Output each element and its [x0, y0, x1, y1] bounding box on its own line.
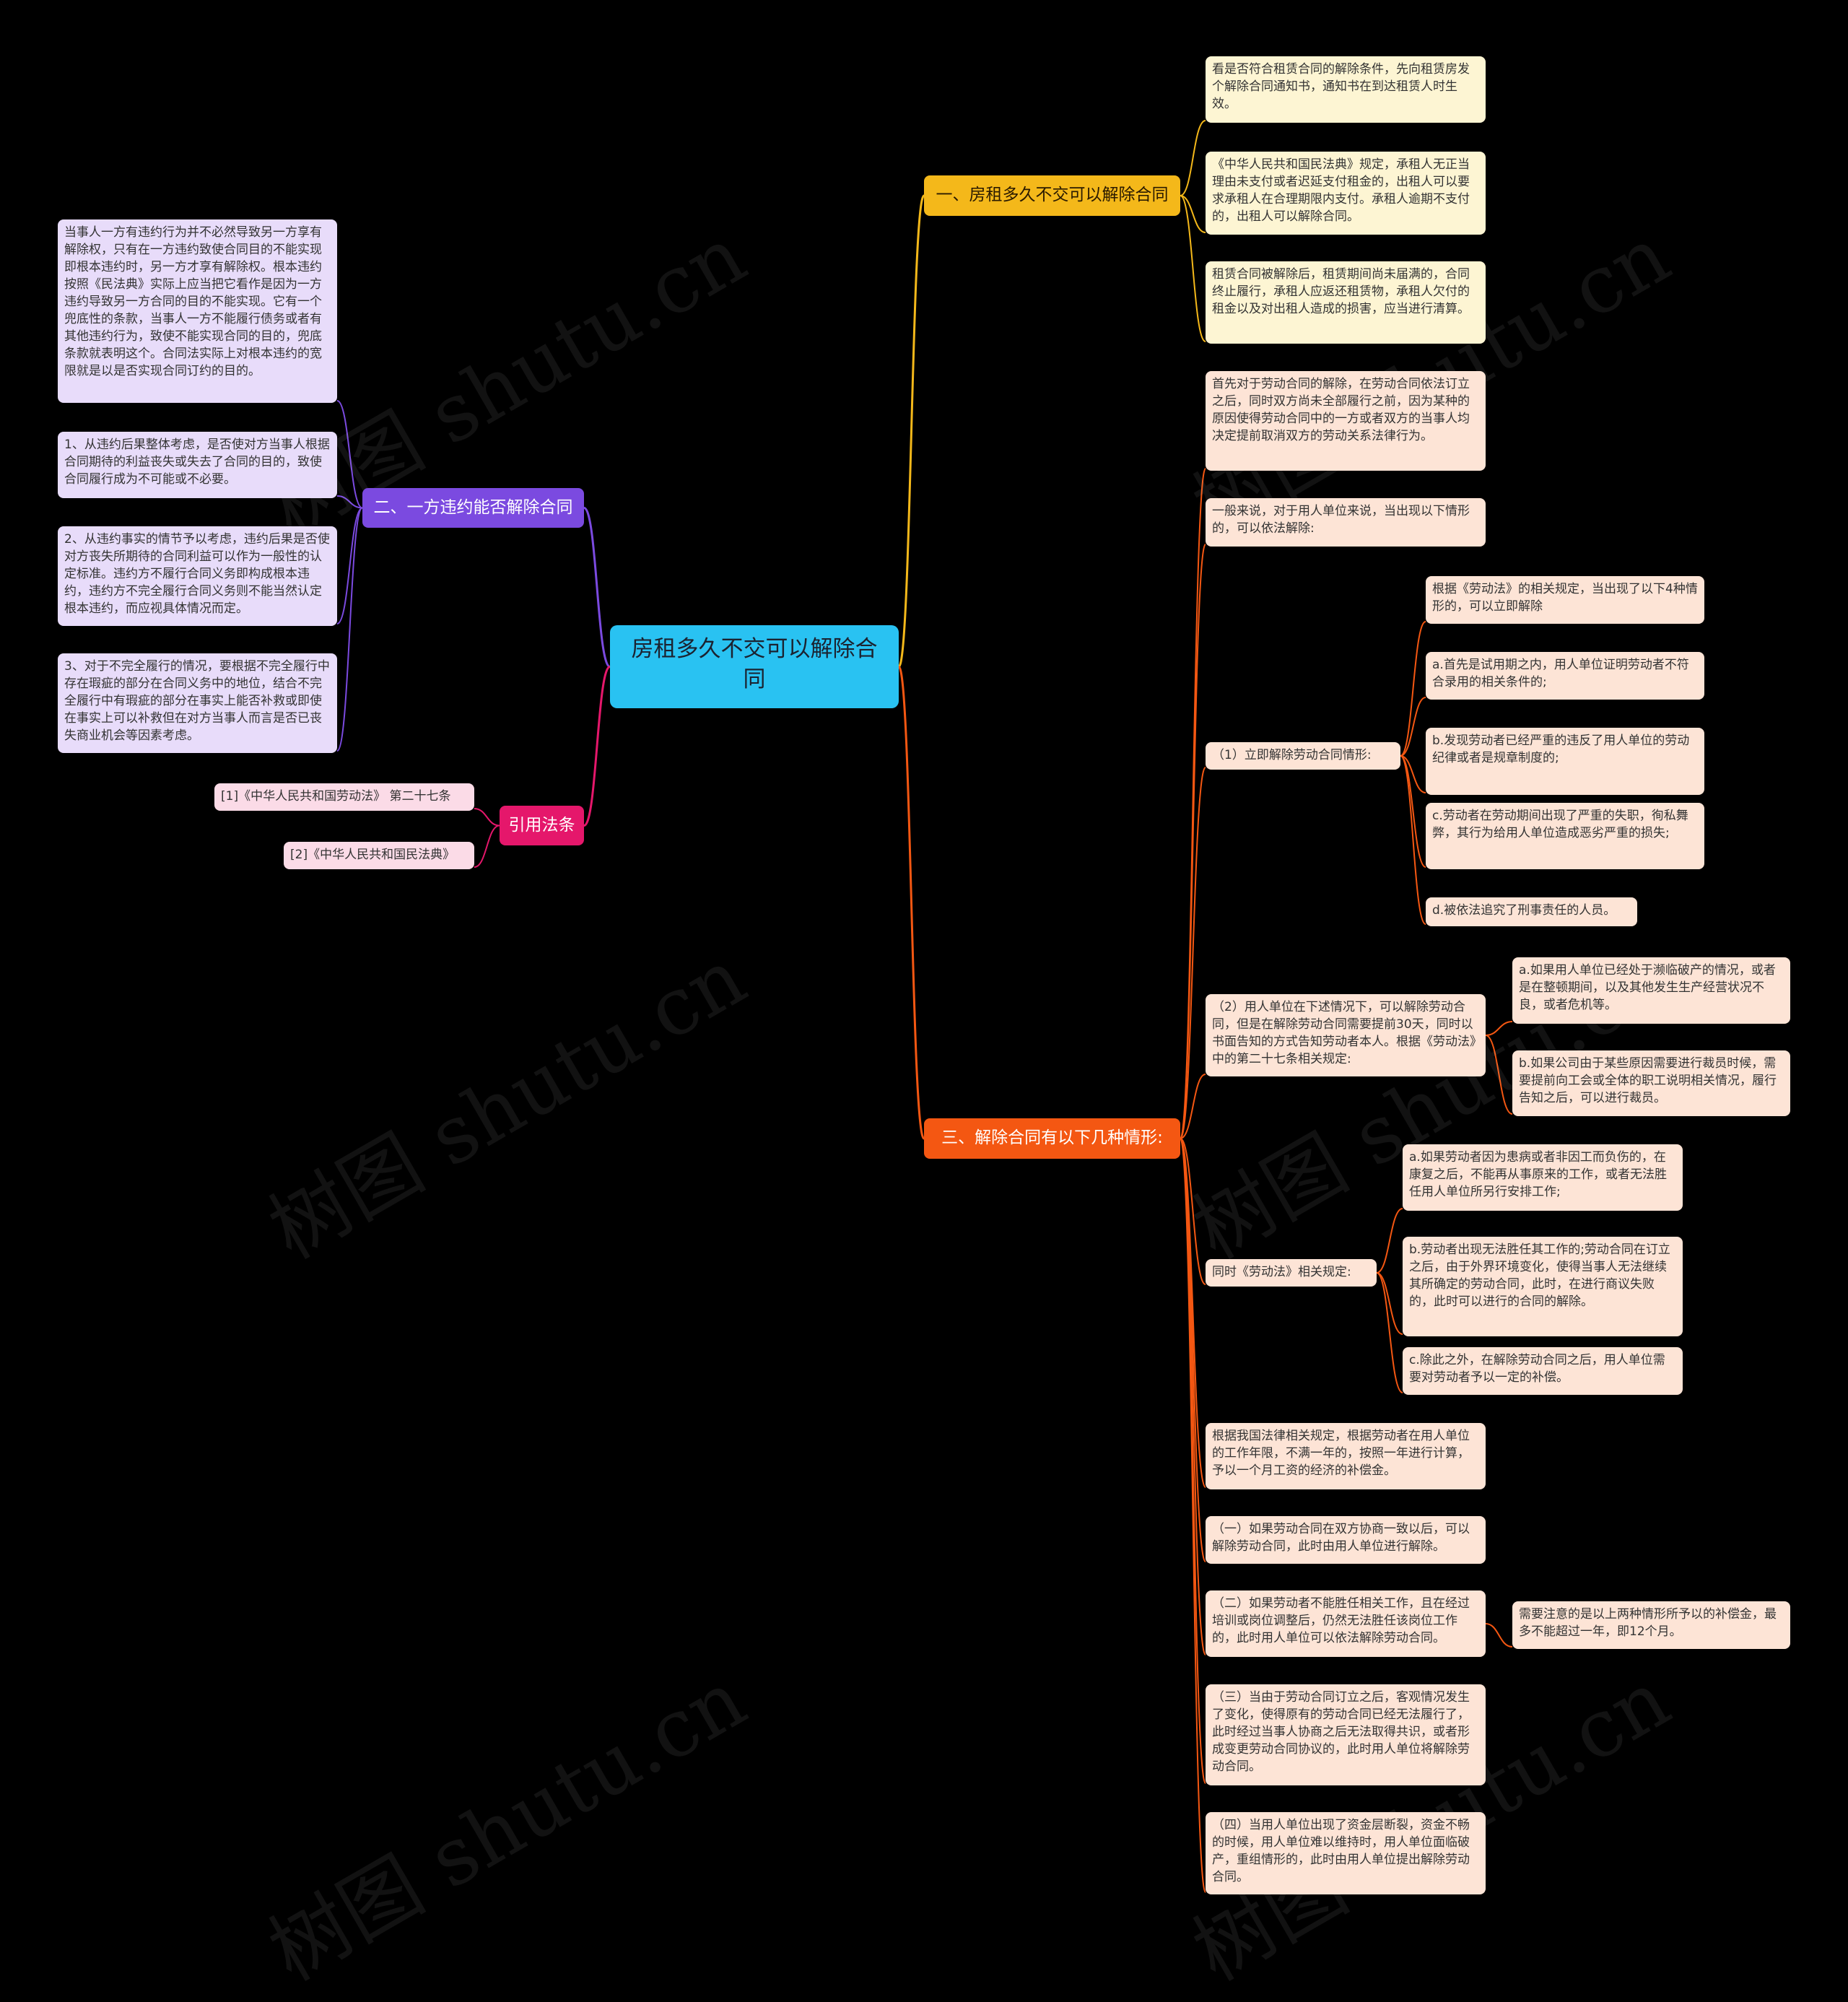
connector-line — [1400, 755, 1426, 793]
sub-leaf-topic[interactable]: 需要注意的是以上两种情形所予以的补偿金，最多不能超过一年，即12个月。 — [1512, 1601, 1790, 1649]
sub-leaf-topic[interactable]: c.劳动者在劳动期间出现了严重的失职，徇私舞弊，其行为给用人单位造成恶劣严重的损… — [1426, 803, 1704, 869]
connector-line — [1400, 755, 1426, 925]
connector-line — [336, 495, 363, 509]
sub-leaf-topic[interactable]: 根据《劳动法》的相关规定，当出现了以下4种情形的，可以立即解除 — [1426, 576, 1704, 624]
connector-line — [897, 666, 925, 1140]
connector-line — [1485, 1035, 1513, 1115]
connector-line — [1180, 1138, 1206, 1285]
leaf-topic[interactable]: 同时《劳动法》相关规定: — [1206, 1259, 1377, 1287]
leaf-topic[interactable]: 《中华人民共和国民法典》规定，承租人无正当理由未支付或者迟延支付租金的，出租人可… — [1206, 152, 1486, 235]
connector-line — [336, 507, 363, 624]
leaf-topic[interactable]: 首先对于劳动合同的解除，在劳动合同依法订立之后，同时双方尚未全部履行之前，因为某… — [1206, 371, 1486, 471]
connector-line — [336, 507, 363, 752]
connector-line — [474, 824, 500, 868]
connector-lines — [336, 120, 1513, 1893]
connector-line — [897, 194, 925, 668]
leaf-topic[interactable]: 一般来说，对于用人单位来说，当出现以下情形的，可以依法解除: — [1206, 498, 1486, 547]
connector-line — [583, 666, 611, 827]
connector-line — [1485, 1021, 1513, 1036]
root-topic[interactable]: 房租多久不交可以解除合同 — [610, 625, 899, 708]
connector-line — [1180, 1074, 1206, 1139]
branch-breach-termination[interactable]: 二、一方违约能否解除合同 — [362, 488, 584, 528]
connector-line — [1180, 195, 1206, 233]
connector-line — [1180, 544, 1206, 1139]
leaf-topic[interactable]: 看是否符合租赁合同的解除条件，先向租赁房发个解除合同通知书，通知书在到达租赁人时… — [1206, 56, 1486, 123]
connector-line — [1400, 697, 1426, 757]
leaf-topic[interactable]: （2）用人单位在下述情况下，可以解除劳动合同，但是在解除劳动合同需要提前30天，… — [1206, 994, 1486, 1076]
connector-line — [1180, 767, 1206, 1139]
sub-leaf-topic[interactable]: d.被依法追究了刑事责任的人员。 — [1426, 897, 1637, 926]
branch-rent-termination[interactable]: 一、房租多久不交可以解除合同 — [924, 175, 1180, 216]
leaf-topic[interactable]: 1、从违约后果整体考虑，是否使对方当事人根据合同期待的利益丧失或失去了合同的目的… — [58, 432, 337, 498]
sub-leaf-topic[interactable]: b.发现劳动者已经严重的违反了用人单位的劳动纪律或者是规章制度的; — [1426, 728, 1704, 795]
connector-line — [1376, 1208, 1403, 1274]
mind-map-canvas: 树图 shutu.cn 树图 shutu.cn 树图 shutu.cn 树图 s… — [58, 56, 1790, 1998]
leaf-topic[interactable]: 租赁合同被解除后，租赁期间尚未届满的，合同终止履行，承租人应返还租赁物，承租人欠… — [1206, 261, 1486, 344]
leaf-topic[interactable]: （1）立即解除劳动合同情形: — [1206, 742, 1400, 770]
connector-line — [1180, 120, 1206, 196]
connector-line — [583, 507, 611, 668]
sub-leaf-topic[interactable]: a.如果用人单位已经处于濒临破产的情况，或者是在整顿期间，以及其他发生生产经营状… — [1512, 957, 1790, 1024]
leaf-topic[interactable]: （一）如果劳动合同在双方协商一致以后，可以解除劳动合同，此时由用人单位进行解除。 — [1206, 1516, 1486, 1564]
leaf-topic[interactable]: 2、从违约事实的情节予以考虑，违约后果是否使对方丧失所期待的合同利益可以作为一般… — [58, 526, 337, 626]
connector-line — [474, 808, 500, 827]
connector-line — [1400, 621, 1426, 757]
leaf-topic[interactable]: 根据我国法律相关规定，根据劳动者在用人单位的工作年限，不满一年的，按照一年进行计… — [1206, 1423, 1486, 1489]
citation-item[interactable]: [2]《中华人民共和国民法典》 — [284, 842, 474, 869]
connector-line — [1485, 1623, 1513, 1648]
leaf-topic[interactable]: （二）如果劳动者不能胜任相关工作，且在经过培训或岗位调整后，仍然无法胜任该岗位工… — [1206, 1590, 1486, 1657]
branch-cited-laws[interactable]: 引用法条 — [500, 806, 584, 845]
leaf-topic[interactable]: （四）当用人单位出现了资金层断裂，资金不畅的时候，用人单位难以维持时，用人单位面… — [1206, 1812, 1486, 1894]
connector-line — [1180, 1138, 1206, 1893]
sub-leaf-topic[interactable]: c.除此之外，在解除劳动合同之后，用人单位需要对劳动者予以一定的补偿。 — [1403, 1347, 1683, 1395]
citation-item[interactable]: [1]《中华人民共和国劳动法》 第二十七条 — [214, 783, 474, 811]
connector-line — [1376, 1272, 1403, 1393]
leaf-topic[interactable]: 3、对于不完全履行的情况，要根据不完全履行中存在瑕疵的部分在合同义务中的地位，结… — [58, 653, 337, 753]
connector-line — [1180, 1138, 1206, 1784]
connector-line — [1180, 195, 1206, 342]
connector-line — [336, 400, 363, 509]
sub-leaf-topic[interactable]: a.首先是试用期之内，用人单位证明劳动者不符合录用的相关条件的; — [1426, 652, 1704, 700]
leaf-topic[interactable]: （三）当由于劳动合同订立之后，客观情况发生了变化，使得原有的劳动合同已经无法履行… — [1206, 1684, 1486, 1785]
sub-leaf-topic[interactable]: b.劳动者出现无法胜任其工作的;劳动合同在订立之后，由于外界环境变化，使得当事人… — [1403, 1237, 1683, 1336]
sub-leaf-topic[interactable]: b.如果公司由于某些原因需要进行裁员时候，需要提前向工会或全体的职工说明相关情况… — [1512, 1050, 1790, 1116]
leaf-topic[interactable]: 当事人一方有违约行为并不必然导致另一方享有解除权，只有在一方违约致使合同目的不能… — [58, 219, 337, 403]
connector-line — [1376, 1272, 1403, 1335]
branch-termination-cases[interactable]: 三、解除合同有以下几种情形: — [924, 1118, 1180, 1159]
sub-leaf-topic[interactable]: a.如果劳动者因为患病或者非因工而负伤的，在康复之后，不能再从事原来的工作，或者… — [1403, 1144, 1683, 1211]
